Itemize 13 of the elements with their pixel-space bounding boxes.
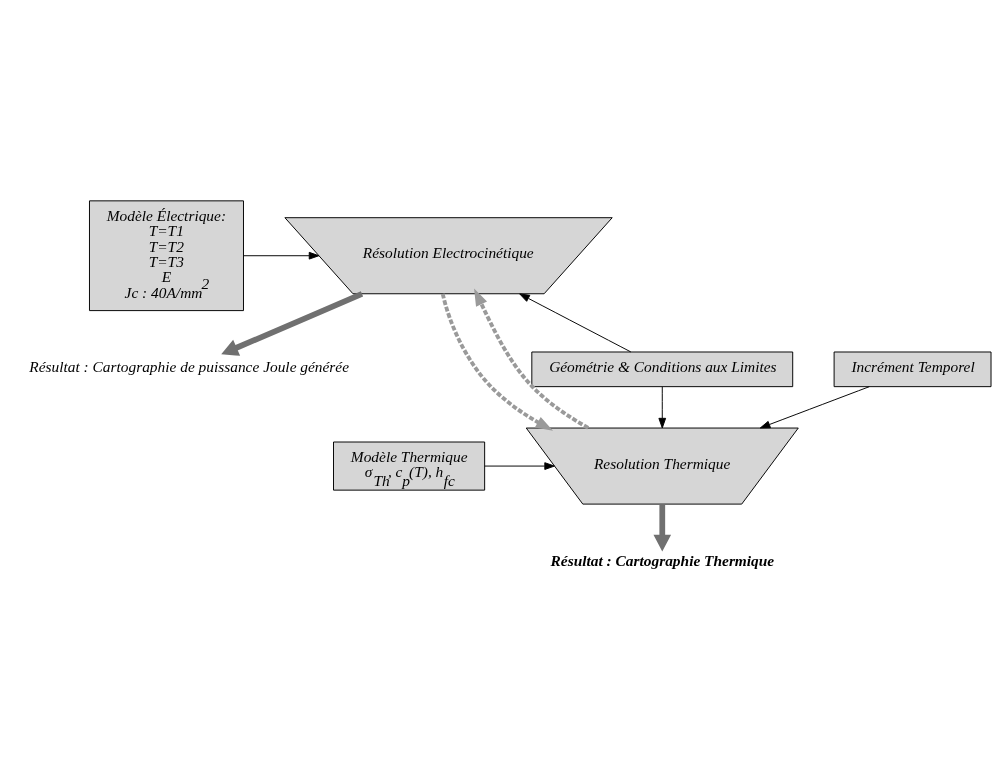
arrow bbox=[474, 288, 590, 430]
node-box: Géométrie & Conditions aux Limites bbox=[531, 351, 794, 388]
arrow bbox=[484, 462, 555, 470]
node-text: Résultat : Cartographie Thermique bbox=[550, 551, 775, 569]
node-text: Résultat : Cartographie de puissance Joule générée bbox=[29, 358, 350, 376]
arrow bbox=[440, 293, 553, 431]
arrow bbox=[658, 386, 667, 429]
arrow bbox=[759, 386, 870, 429]
arrow bbox=[221, 291, 364, 356]
arrow bbox=[243, 251, 320, 260]
arrow bbox=[653, 504, 672, 552]
node-box: Incrément Temporel bbox=[833, 351, 992, 388]
arrow bbox=[519, 293, 632, 353]
